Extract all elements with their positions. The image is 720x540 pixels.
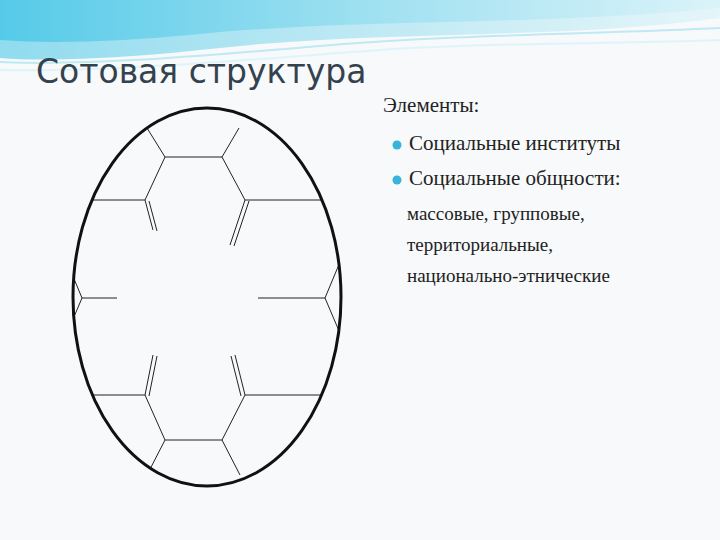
bullet-item: Социальные общности: <box>409 166 621 191</box>
bullet-item: Социальные институты <box>409 131 620 156</box>
outer-ellipse <box>73 108 341 486</box>
list-heading: Элементы: <box>383 93 479 118</box>
item-detail: массовые, групповые, территориальные, на… <box>407 199 619 292</box>
bullet <box>393 176 402 185</box>
slide-title: Сотовая структура <box>36 52 366 91</box>
bullet <box>393 141 402 150</box>
